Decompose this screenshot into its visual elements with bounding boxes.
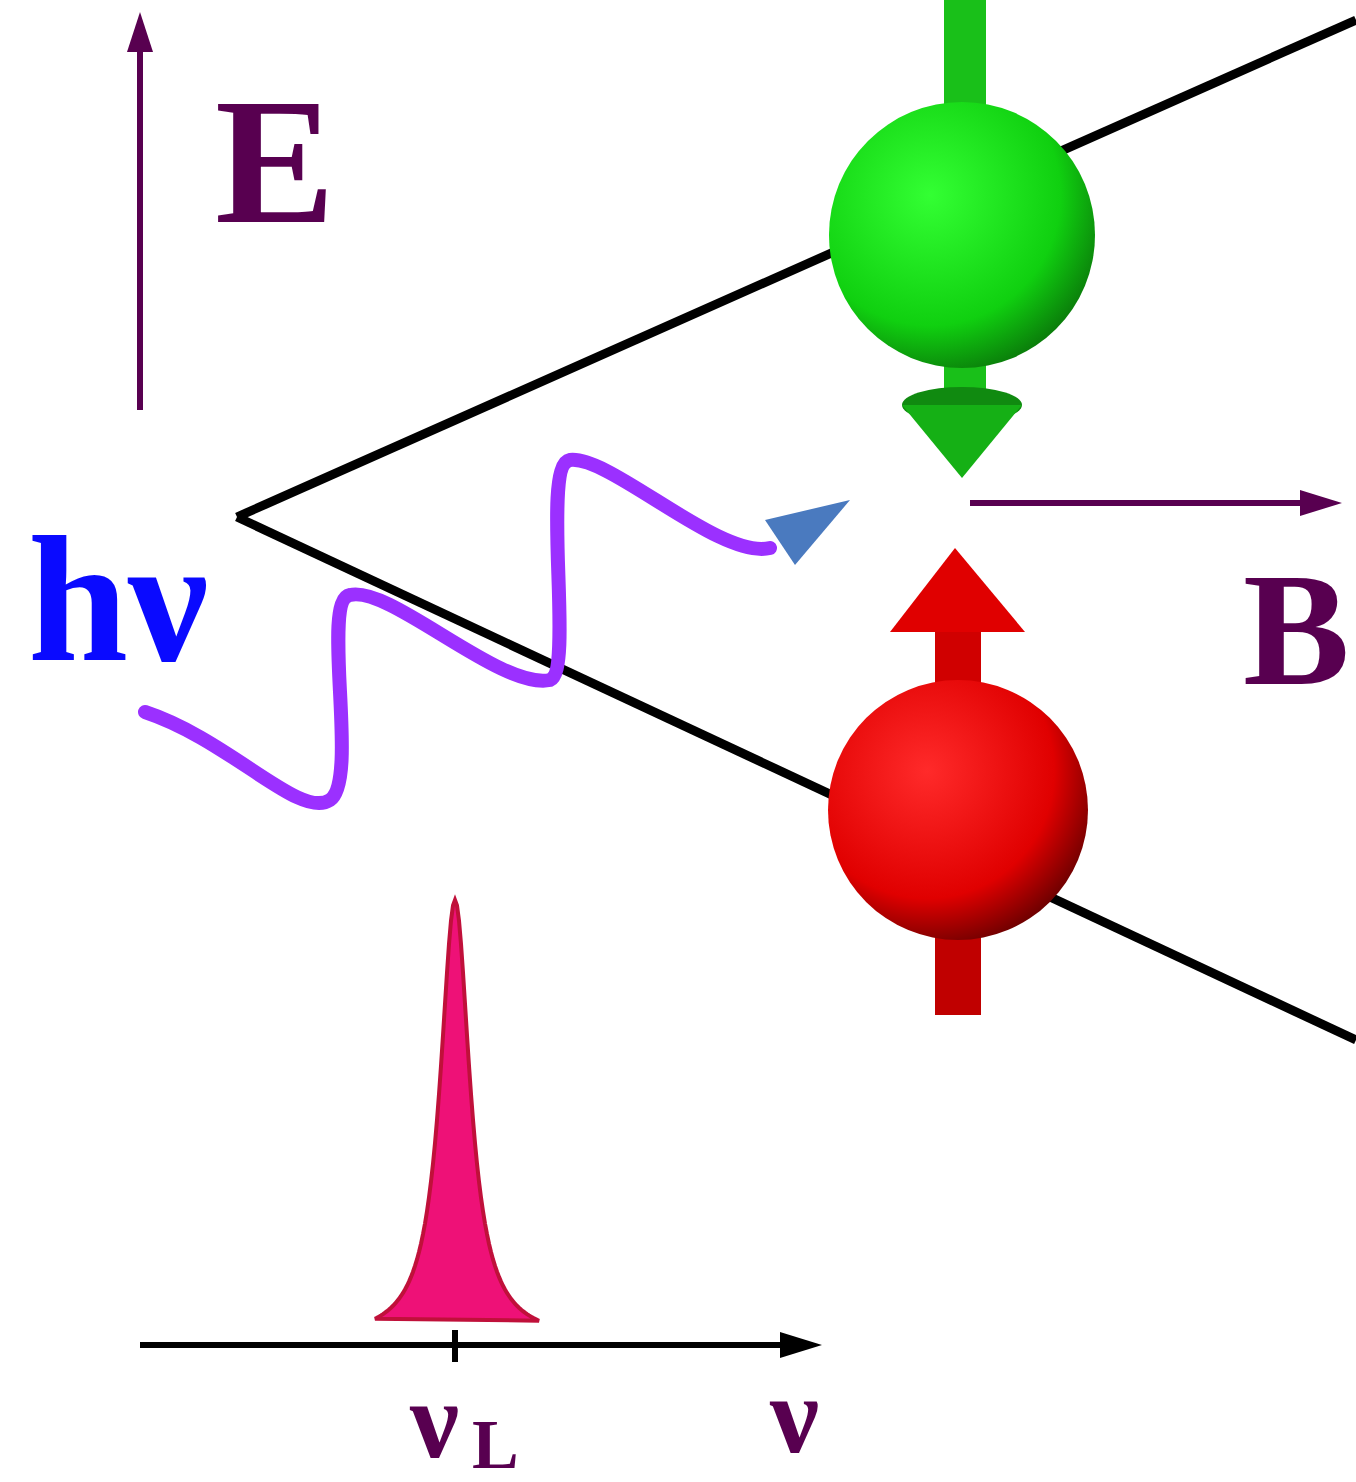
field-label: B bbox=[1243, 550, 1350, 710]
frequency-arrowhead bbox=[780, 1332, 822, 1358]
energy-label: E bbox=[215, 72, 335, 252]
lower-level-line bbox=[237, 517, 1356, 1040]
photon-energy-label: hν bbox=[28, 510, 209, 690]
frequency-axis bbox=[140, 1342, 790, 1348]
spin-up-particle bbox=[828, 548, 1088, 1015]
larmor-frequency-symbol: ν bbox=[410, 1365, 459, 1475]
larmor-subscript: L bbox=[472, 1410, 519, 1480]
upper-level-line bbox=[237, 20, 1356, 517]
field-axis bbox=[970, 500, 1305, 506]
frequency-tick bbox=[452, 1330, 458, 1362]
photon-arrowhead bbox=[765, 500, 850, 565]
frequency-label: ν bbox=[770, 1360, 819, 1470]
energy-arrowhead bbox=[127, 12, 153, 52]
energy-axis bbox=[137, 45, 143, 410]
spin-down-particle bbox=[829, 0, 1095, 478]
field-arrowhead bbox=[1300, 490, 1342, 516]
resonance-peak bbox=[375, 900, 539, 1321]
photon-wave bbox=[145, 460, 770, 803]
